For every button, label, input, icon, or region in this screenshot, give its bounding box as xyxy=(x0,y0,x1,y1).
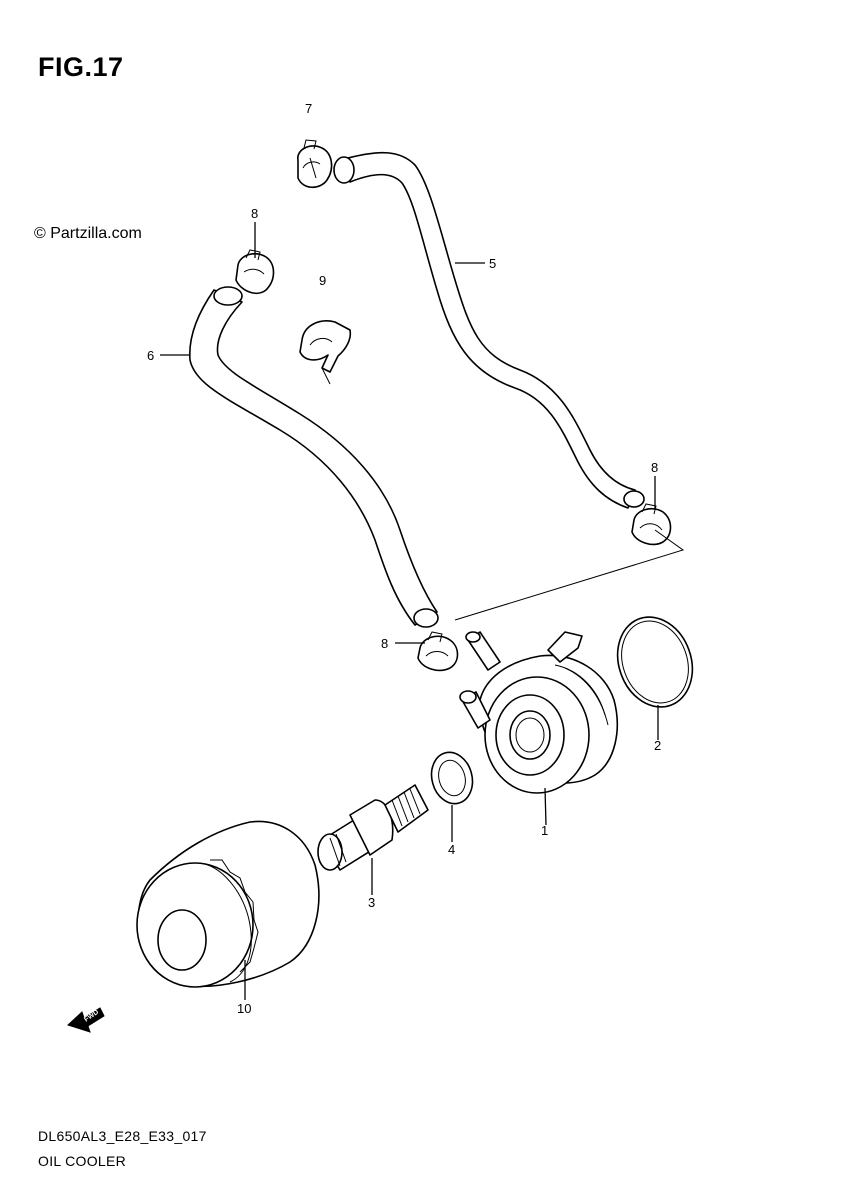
hose-clamp-7[interactable] xyxy=(297,139,333,189)
callout-6[interactable]: 6 xyxy=(147,348,154,363)
hose-clamp-8-top[interactable] xyxy=(235,249,275,295)
callout-7[interactable]: 7 xyxy=(305,101,312,116)
callout-leaders xyxy=(160,222,659,1000)
figure-title: FIG.17 xyxy=(38,52,124,82)
callout-1[interactable]: 1 xyxy=(541,823,548,838)
callout-8-top[interactable]: 8 xyxy=(251,206,258,221)
copyright-watermark: © Partzilla.com xyxy=(34,225,142,242)
hose-clamp-8-bottom[interactable] xyxy=(417,631,459,672)
oil-filter-10[interactable] xyxy=(136,820,320,988)
callout-8-right[interactable]: 8 xyxy=(651,460,658,475)
diagram-code: DL650AL3_E28_E33_017 xyxy=(38,1128,207,1144)
callout-5[interactable]: 5 xyxy=(489,256,496,271)
hose-upper[interactable] xyxy=(333,151,645,509)
callout-2[interactable]: 2 xyxy=(654,738,661,753)
hose-clamp-8-right[interactable] xyxy=(631,503,672,546)
callout-9[interactable]: 9 xyxy=(319,273,326,288)
gasket-4[interactable] xyxy=(426,748,478,809)
forward-arrow-icon: FWD xyxy=(67,1007,105,1033)
hose-lower[interactable] xyxy=(189,286,439,628)
callout-3[interactable]: 3 xyxy=(368,895,375,910)
callout-4[interactable]: 4 xyxy=(448,842,455,857)
callout-10[interactable]: 10 xyxy=(237,1001,251,1016)
diagram-name: OIL COOLER xyxy=(38,1153,127,1169)
connection-leader xyxy=(454,529,685,621)
hose-bracket-9[interactable] xyxy=(299,320,352,385)
oil-cooler[interactable] xyxy=(459,631,619,794)
callout-8-bottom[interactable]: 8 xyxy=(381,636,388,651)
union-bolt-3[interactable] xyxy=(317,784,429,871)
o-ring-2[interactable] xyxy=(605,606,704,717)
